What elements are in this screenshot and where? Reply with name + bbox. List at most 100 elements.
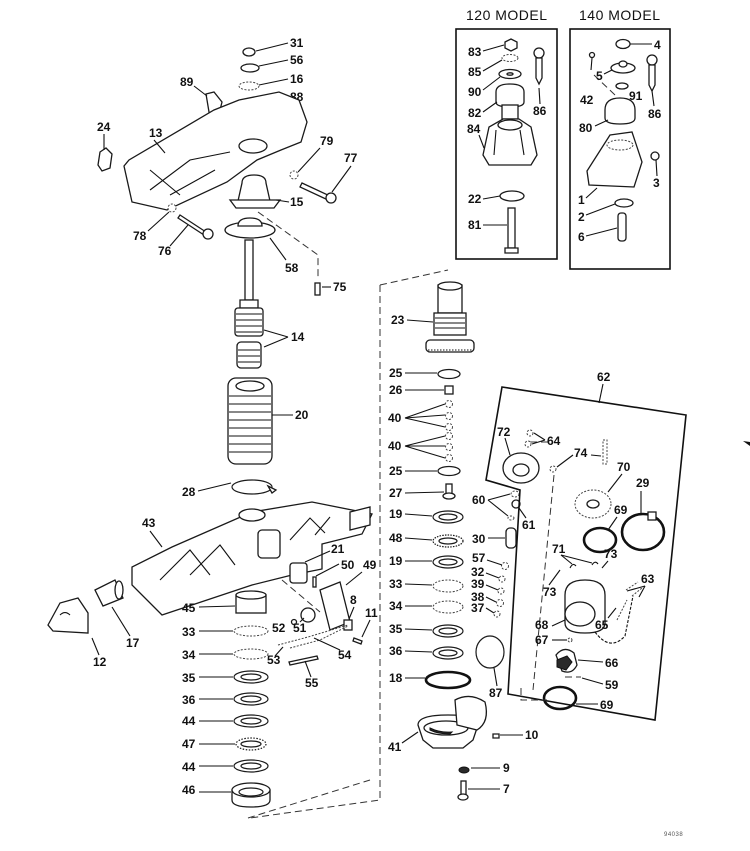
part-39-spring [497,587,505,595]
part-14b-nut [236,341,262,369]
part-34b-washer [432,600,464,614]
part-75-screw [314,282,321,296]
part-47-thrust-bearing [235,737,267,751]
part-55-pin [288,655,319,666]
callout-68: 68 [535,618,549,632]
part-65-wire [594,595,634,644]
callout-36b: 36 [389,644,403,658]
part-63-leads [616,581,643,621]
callout-81: 81 [468,218,482,232]
part-4-nut [615,38,631,50]
part-60a-seal [510,490,520,498]
callout-74: 74 [574,446,588,460]
callout-25b: 25 [389,464,403,478]
inset-120-title: 120 MODEL [466,7,548,23]
part-83-nut [504,38,518,52]
part-71-brushes [569,561,599,569]
callout-42: 42 [580,93,594,107]
callout-19a: 19 [389,507,403,521]
callout-79: 79 [320,134,334,148]
callout-66: 66 [605,656,619,670]
part-11-screw [352,637,363,645]
part-22-washer [499,190,525,202]
callout-85: 85 [468,65,482,79]
callout-26: 26 [389,383,403,397]
callout-41: 41 [388,740,402,754]
part-35b-washer [432,624,464,638]
callout-75: 75 [333,280,347,294]
callout-73a: 73 [604,547,618,561]
callout-4: 4 [654,38,661,52]
part-86a-bolt [535,57,543,86]
callout-55: 55 [305,676,319,690]
part-34a-washer [233,648,269,660]
callout-11: 11 [365,606,378,620]
part-69a-seal [582,526,618,554]
callout-69b: 69 [600,698,614,712]
part-40-ball [445,400,453,408]
part-33a-washer [233,625,269,637]
part-57-ball [501,562,509,570]
part-19a-washer [432,510,464,524]
callout-48: 48 [389,531,403,545]
callout-78: 78 [133,229,147,243]
part-86a-bolt-head [533,47,545,59]
callout-53: 53 [267,653,281,667]
callout-52: 52 [272,621,286,635]
callout-51: 51 [293,621,307,635]
callout-64: 64 [547,434,561,448]
part-29-clamp-band [620,512,666,552]
callout-63: 63 [641,572,655,586]
part-20-bellows [227,377,273,465]
stern-bracket-group: 43 21 50 49 8 11 52 51 53 54 [47,501,378,690]
callout-28: 28 [182,485,196,499]
drawing-code: 94038 [664,832,683,838]
callout-29: 29 [636,476,650,490]
callout-86a: 86 [533,104,547,118]
callout-9: 9 [503,761,510,775]
callout-15: 15 [290,195,304,209]
callout-40a: 40 [388,411,402,425]
part-80-rubber-mount [604,97,636,125]
valve-parts-group: 60 61 30 57 32 39 38 37 [471,490,536,618]
callout-25a: 25 [389,366,403,380]
callout-72: 72 [497,425,511,439]
part-25a-washer [437,368,461,380]
lower-bearing-stack: 45 33 34 35 36 44 47 44 46 [182,590,371,819]
callout-32: 32 [471,565,485,579]
callout-89: 89 [180,75,194,89]
callout-14: 14 [291,330,305,344]
callout-33b: 33 [389,577,403,591]
part-3-washer [650,151,660,161]
callout-69a: 69 [614,503,628,517]
part-52-pin [290,618,298,626]
callout-87: 87 [489,686,503,700]
part-87-o-ring [475,635,505,669]
part-86b-bolt [648,64,656,93]
part-36a-washer [233,692,269,706]
callout-33a: 33 [182,625,196,639]
callout-5: 5 [596,69,603,83]
part-40-ball [445,443,453,451]
callout-35a: 35 [182,671,196,685]
part-81-bolt [507,207,516,249]
part-44a-washer [233,714,269,728]
callout-83: 83 [468,45,482,59]
part-19b-washer [432,555,464,569]
callout-2: 2 [578,210,585,224]
callout-30: 30 [472,532,486,546]
part-40-ball [445,423,453,431]
callout-36a: 36 [182,693,196,707]
callout-27: 27 [389,486,403,500]
part-35a-washer [233,670,269,684]
part-54-wire [289,625,349,649]
callout-70: 70 [617,460,631,474]
part-86b-bolt-head [646,54,658,66]
part-40-ball [445,432,453,440]
inset-120-model: 120 MODEL 83 85 90 82 84 86 [455,7,558,260]
callout-80: 80 [579,121,593,135]
callout-6: 6 [578,230,585,244]
part-56-washer [240,63,260,73]
callout-24: 24 [97,120,111,134]
